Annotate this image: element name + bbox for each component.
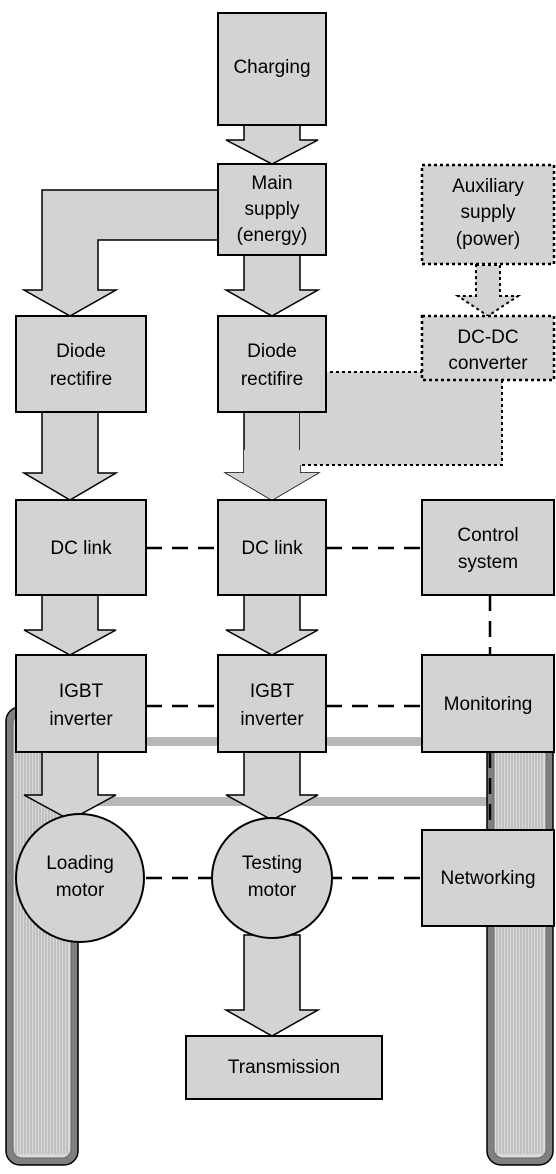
label-aux-supply-3: (power) [456, 229, 520, 250]
block-transmission: Transmission [185, 1035, 383, 1100]
arrow-main-to-center-diode [223, 254, 321, 317]
control-lines [146, 546, 492, 880]
label-main-supply-1: Main [251, 173, 292, 194]
label-main-supply-3: (energy) [237, 225, 308, 246]
arrow-dcdc-to-center-dclink [226, 372, 502, 500]
block-control-system: Control system [421, 499, 555, 596]
label-loading-motor-2: motor [56, 880, 105, 901]
block-igbt-inverter-left: IGBT inverter [15, 654, 147, 753]
label-dc-link-left: DC link [50, 538, 112, 559]
block-networking: Networking [421, 829, 555, 927]
block-dc-link-center: DC link [217, 499, 327, 596]
label-charging: Charging [233, 57, 310, 78]
arrow-center-igbt-to-motor [225, 751, 319, 821]
label-igbt-center-1: IGBT [250, 681, 295, 702]
right-tire-icon [486, 706, 554, 1166]
label-diode-left-2: rectifire [50, 369, 112, 390]
label-aux-supply-1: Auxiliary [452, 176, 524, 197]
block-charging: Charging [217, 12, 327, 126]
label-diode-left-1: Diode [56, 341, 106, 362]
label-diode-center-2: rectifire [241, 369, 303, 390]
label-networking: Networking [440, 868, 535, 889]
arrow-aux-to-dcdc [454, 264, 522, 318]
block-main-supply: Main supply (energy) [217, 163, 327, 256]
arrow-left-igbt-to-motor [23, 751, 117, 821]
block-diode-rectifier-center: Diode rectifire [217, 315, 327, 413]
label-main-supply-2: supply [245, 199, 300, 220]
block-auxiliary-supply: Auxiliary supply (power) [420, 163, 556, 266]
arrow-main-to-left-diode [21, 189, 224, 317]
label-aux-supply-2: supply [461, 202, 516, 223]
block-dcdc-converter: DC-DC converter [420, 314, 556, 382]
label-igbt-left-2: inverter [49, 709, 113, 730]
block-dc-link-left: DC link [15, 499, 147, 596]
label-testing-motor-2: motor [248, 880, 297, 901]
block-monitoring: Monitoring [421, 654, 555, 753]
arrow-motor-to-transmission [223, 934, 321, 1037]
arrow-charging-to-main [225, 124, 319, 165]
energy-flow-arrows [21, 124, 522, 1037]
arrow-left-diode-to-dclink [21, 411, 119, 501]
arrow-center-dclink-to-igbt [225, 594, 319, 656]
block-diode-rectifier-left: Diode rectifire [15, 315, 147, 413]
label-dc-link-center: DC link [241, 538, 303, 559]
label-monitoring: Monitoring [444, 694, 533, 715]
label-diode-center-1: Diode [247, 341, 297, 362]
label-igbt-left-1: IGBT [59, 681, 104, 702]
label-testing-motor-1: Testing [242, 853, 302, 874]
label-igbt-center-2: inverter [240, 709, 304, 730]
arrow-left-dclink-to-igbt [23, 594, 117, 656]
label-control-system-1: Control [457, 525, 518, 546]
label-transmission: Transmission [228, 1057, 340, 1078]
block-igbt-inverter-center: IGBT inverter [217, 654, 327, 753]
label-dcdc-2: converter [448, 353, 528, 374]
label-dcdc-1: DC-DC [457, 327, 518, 348]
arrow-dcdc-outline-dotted-2 [300, 380, 503, 466]
label-control-system-2: system [458, 552, 518, 573]
block-testing-motor: Testing motor [211, 817, 333, 939]
block-loading-motor: Loading motor [15, 813, 145, 943]
label-loading-motor-1: Loading [46, 853, 114, 874]
